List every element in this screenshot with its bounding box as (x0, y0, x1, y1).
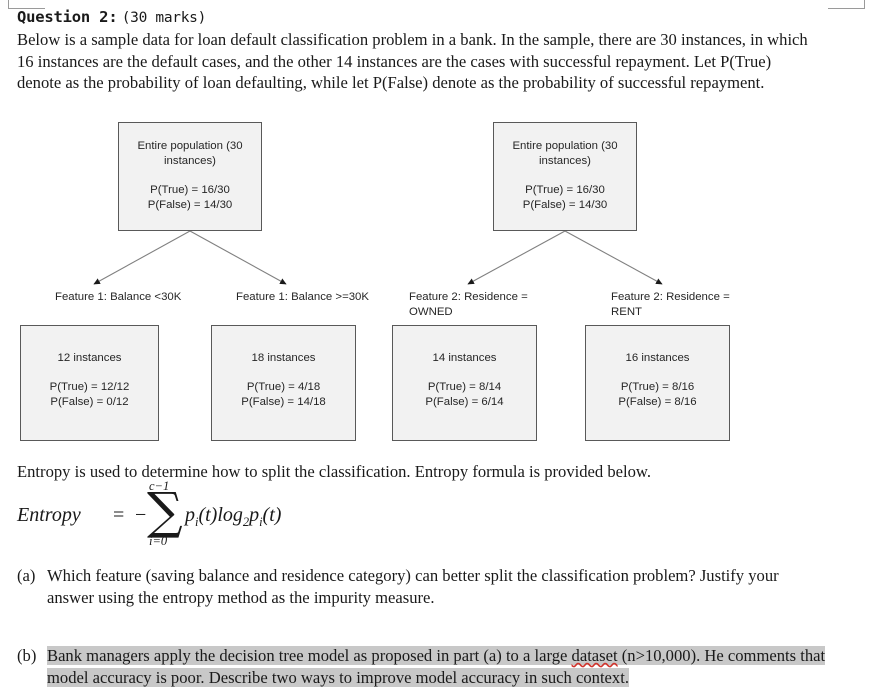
part-a-text: Which feature (saving balance and reside… (47, 566, 779, 607)
root-node-pfalse: P(False) = 14/30 (147, 199, 233, 211)
part-b: (b) Bank managers apply the decision tre… (17, 645, 827, 688)
leaf-instances-count: 18 instances (251, 352, 316, 364)
formula-body-tail: (t) (262, 504, 282, 526)
part-b-text-segment-1: Bank managers apply the decision tree mo… (47, 646, 572, 665)
summation-sigma-icon: ∑ (147, 482, 183, 540)
formula-summation-lower-limit: i=0 (149, 534, 168, 548)
question-marks-label: (30 marks) (121, 10, 207, 26)
part-b-spellcheck-word: dataset (571, 646, 618, 665)
leaf-instances-count: 16 instances (625, 352, 690, 364)
leaf-node-balance-lt-30k: 12 instances P(True) = 12/12 P(False) = … (20, 325, 159, 441)
formula-body-sub-i: i (195, 515, 199, 529)
question-heading: Question 2: (30 marks) (17, 7, 206, 27)
decision-tree-diagram: Entire population (30 instances) P(True)… (0, 112, 870, 457)
formula-body-p: p (185, 504, 195, 526)
leaf-ptrue: P(True) = 8/14 (427, 381, 502, 393)
root-node-feature1: Entire population (30 instances) P(True)… (118, 122, 262, 231)
part-a: (a) Which feature (saving balance and re… (17, 565, 817, 608)
part-b-tag: (b) (17, 646, 37, 665)
formula-equals-sign: = (113, 504, 125, 526)
root-node-ptrue: P(True) = 16/30 (150, 184, 230, 196)
root-node-ptrue: P(True) = 16/30 (525, 184, 605, 196)
part-a-tag: (a) (17, 566, 36, 585)
feature-label-balance-lt-30k: Feature 1: Balance <30K (55, 291, 182, 303)
leaf-ptrue: P(True) = 8/16 (620, 381, 695, 393)
leaf-instances-count: 14 instances (432, 352, 497, 364)
part-b-text: Bank managers apply the decision tree mo… (47, 645, 827, 688)
feature-label-balance-gte-30k: Feature 1: Balance >=30K (236, 291, 369, 303)
question-number-label: Question 2: (17, 8, 118, 26)
part-b-text-segment-2: (n>10,000). He comments that model accur… (47, 646, 826, 687)
page-crop-mark-top-right (828, 0, 865, 9)
formula-body-mid: (t)log (198, 504, 243, 526)
part-b-highlighted-text: Bank managers apply the decision tree mo… (47, 646, 826, 687)
entropy-intro-text: Entropy is used to determine how to spli… (17, 462, 651, 481)
leaf-ptrue: P(True) = 12/12 (49, 381, 130, 393)
formula-minus-sign: − (135, 504, 147, 526)
root-node-title: Entire population (30 instances) (137, 140, 243, 167)
formula-body-sub-2: 2 (242, 515, 250, 529)
formula-body-sub-i2: i (259, 515, 263, 529)
leaf-node-residence-rent: 16 instances P(True) = 8/16 P(False) = 8… (585, 325, 730, 441)
feature-label-residence-owned: Feature 2: Residence = OWNED (409, 291, 528, 318)
root-node-title: Entire population (30 instances) (512, 140, 618, 167)
formula-summation-upper-limit: c−1 (149, 479, 170, 493)
root-node-feature2: Entire population (30 instances) P(True)… (493, 122, 637, 231)
leaf-pfalse: P(False) = 6/14 (425, 396, 504, 408)
root-node-pfalse: P(False) = 14/30 (522, 199, 608, 211)
leaf-node-balance-gte-30k: 18 instances P(True) = 4/18 P(False) = 1… (211, 325, 356, 441)
feature-label-residence-rent: Feature 2: Residence = RENT (611, 291, 730, 318)
formula-body: pi(t)log2pi(t) (185, 504, 281, 530)
leaf-instances-count: 12 instances (57, 352, 122, 364)
formula-body-p2: p (249, 504, 260, 526)
leaf-pfalse: P(False) = 8/16 (618, 396, 697, 408)
leaf-pfalse: P(False) = 0/12 (50, 396, 129, 408)
leaf-ptrue: P(True) = 4/18 (246, 381, 321, 393)
leaf-pfalse: P(False) = 14/18 (241, 396, 326, 408)
leaf-node-residence-owned: 14 instances P(True) = 8/14 P(False) = 6… (392, 325, 537, 441)
formula-name: Entropy (17, 504, 81, 526)
question-intro-paragraph: Below is a sample data for loan default … (17, 30, 808, 92)
